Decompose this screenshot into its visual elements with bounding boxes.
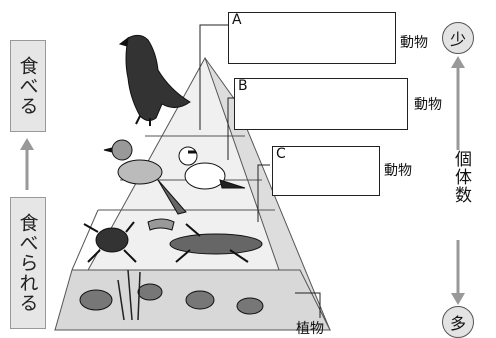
box-b-letter: B [238, 78, 248, 94]
population-label: 個体数 [449, 150, 474, 204]
many-label: 多 [450, 310, 466, 334]
box-a-suffix: 動物 [400, 32, 428, 52]
population-label-box: 個体数 [449, 150, 473, 240]
box-a-letter: A [232, 12, 242, 28]
box-c-suffix: 動物 [384, 160, 412, 180]
many-marker: 多 [442, 306, 474, 338]
box-a[interactable] [228, 12, 396, 64]
caterpillar-icon [148, 219, 174, 230]
box-b[interactable] [234, 78, 408, 130]
few-label: 少 [450, 26, 466, 50]
box-c[interactable] [272, 146, 380, 196]
few-marker: 少 [442, 22, 474, 54]
box-c-letter: C [276, 146, 286, 162]
plants-label: 植物 [296, 318, 324, 338]
eat-direction-arrow [20, 138, 34, 190]
box-b-suffix: 動物 [414, 94, 442, 114]
